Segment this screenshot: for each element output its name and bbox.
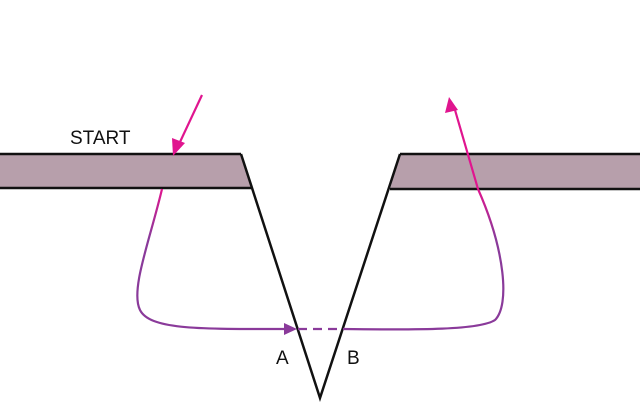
- start-label: START: [70, 128, 131, 149]
- right-surface-block: [390, 154, 640, 189]
- v-notch: [239, 153, 402, 403]
- a-arrowhead: [284, 323, 297, 335]
- point-b-label: B: [347, 348, 360, 369]
- left-surface-block: [0, 154, 252, 188]
- right-curved-path: [342, 188, 505, 331]
- incoming-ray-arrowhead: [172, 138, 185, 156]
- point-a-label: A: [276, 348, 289, 369]
- left-curved-path: [136, 188, 286, 331]
- outgoing-ray-arrowhead: [445, 97, 458, 113]
- outgoing-ray-line: [453, 109, 480, 190]
- incoming-ray-line: [179, 94, 203, 143]
